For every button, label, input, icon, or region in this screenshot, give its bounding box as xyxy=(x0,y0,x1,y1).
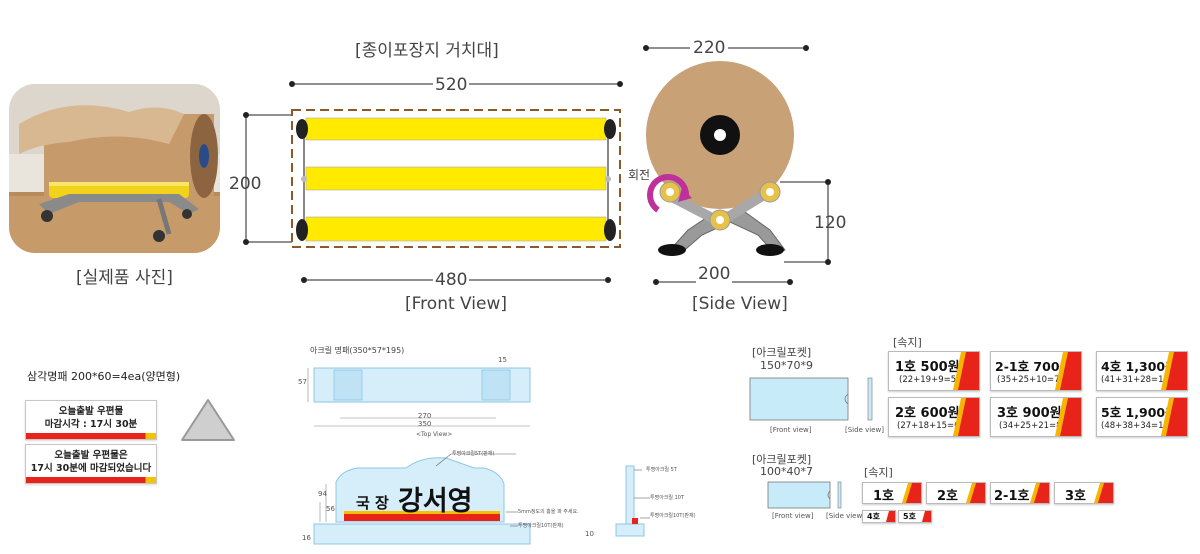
tag-stripe xyxy=(1055,352,1081,390)
tag-large-1-sub: (22+19+9=50) xyxy=(899,375,965,385)
acrylic-dim-270: 270 xyxy=(418,412,432,420)
tag-stripe xyxy=(1161,352,1187,390)
tag-large-3-sub: (41+31+28=100) xyxy=(1101,375,1178,385)
tag-mini-2: 5호 xyxy=(898,510,932,523)
pocket2-front-view: [Front view] xyxy=(772,512,814,520)
tag-large-4-sub: (27+18+15=60) xyxy=(897,421,969,431)
tag-large-4-label: 2호 600원 xyxy=(895,406,960,421)
front-dim-bottom: 480 xyxy=(433,270,470,290)
plaque2-line1: 오늘출발 우편물은 xyxy=(54,450,128,461)
tag-small-2: 2호 xyxy=(926,482,986,504)
tag-mini-1-label: 4호 xyxy=(867,512,880,521)
acrylic-dim-57: 57 xyxy=(298,378,307,386)
tag-large-6-label: 5호 1,900원 xyxy=(1101,405,1177,420)
product-photo xyxy=(9,84,220,253)
holder-title: [종이포장지 거치대] xyxy=(355,41,499,61)
triangle-shape xyxy=(181,399,235,441)
side-rotate-label: 회전 xyxy=(628,168,651,182)
tag-stripe xyxy=(1161,398,1187,436)
tag-large-6-sub: (48+38+34=120) xyxy=(1101,421,1178,431)
pocket2-title: [아크릴포켓] xyxy=(752,453,812,466)
front-caption: [Front View] xyxy=(405,294,508,314)
acrylic-note-10t: 투명아크릴10T(판재) xyxy=(518,523,564,529)
tag-stripe xyxy=(902,483,921,503)
tag-large-1-label: 1호 500원 xyxy=(895,360,960,375)
tag-mini-2-label: 5호 xyxy=(903,512,916,521)
acrylic-drawing xyxy=(307,367,531,545)
acrylic-name: 강서영 xyxy=(398,486,473,517)
acrylic-note-print: 5mm정도의 홈을 파 주세요. xyxy=(518,509,579,515)
front-view-drawing xyxy=(243,81,623,283)
tag-large-5: 3호 900원 (34+25+21=80) xyxy=(990,397,1082,437)
tag-mini-1: 4호 xyxy=(862,510,896,523)
tags-small-title: [속지] xyxy=(864,466,893,479)
tag-small-4: 3호 xyxy=(1054,482,1114,504)
tag-large-4: 2호 600원 (27+18+15=60) xyxy=(888,397,980,437)
acrylic-dim-56: 56 xyxy=(326,505,335,513)
pocket2-drawing xyxy=(767,481,842,509)
tag-large-2-label: 2-1호 700원 xyxy=(995,359,1072,374)
acrylic-name-rank: 국 장 xyxy=(356,494,389,512)
pocket2-size: 100*40*7 xyxy=(760,465,813,478)
tag-stripe xyxy=(1055,398,1081,436)
pocket2-side-view: [Side view] xyxy=(826,512,865,520)
acrylic-title: 아크릴 명패(350*57*195) xyxy=(310,346,405,355)
tag-stripe xyxy=(1030,483,1049,503)
acrylic-side-note-10t: 투명아크릴 10T xyxy=(650,495,685,501)
side-caption: [Side View] xyxy=(692,294,788,314)
tags-large-title: [속지] xyxy=(893,336,922,349)
product-photo-illustration xyxy=(9,84,220,253)
tag-stripe xyxy=(1094,483,1113,503)
acrylic-dim-15: 15 xyxy=(498,356,507,364)
acrylic-dim-94: 94 xyxy=(318,490,327,498)
tag-small-2-label: 2호 xyxy=(937,489,959,504)
tag-large-1: 1호 500원 (22+19+9=50) xyxy=(888,351,980,391)
triangle-title: 삼각명패 200*60=4ea(양면형) xyxy=(27,370,181,383)
tag-large-3: 4호 1,300원 (41+31+28=100) xyxy=(1096,351,1188,391)
side-dim-bottom: 200 xyxy=(696,264,733,284)
pocket1-size: 150*70*9 xyxy=(760,359,813,372)
tag-stripe xyxy=(953,352,979,390)
tag-stripe xyxy=(953,398,979,436)
tag-stripe xyxy=(966,483,985,503)
side-dim-height: 120 xyxy=(814,213,847,233)
tag-small-3-label: 2-1호 xyxy=(994,489,1030,504)
tag-small-3: 2-1호 xyxy=(990,482,1050,504)
pocket1-front-view: [Front view] xyxy=(770,426,812,434)
acrylic-side-note-5t: 투명아크릴 5T xyxy=(646,467,677,473)
photo-caption: [실제품 사진] xyxy=(76,268,173,288)
side-dim-top: 220 xyxy=(690,38,729,58)
acrylic-dim-350: 350 xyxy=(418,420,432,428)
pocket1-side-view: [Side view] xyxy=(845,426,884,434)
tag-stripe xyxy=(886,511,895,522)
tag-large-2: 2-1호 700원 (35+25+10=70) xyxy=(990,351,1082,391)
acrylic-side-dim-10: 10 xyxy=(585,530,594,538)
tag-small-1: 1호 xyxy=(862,482,922,504)
plaque1-line1: 오늘출발 우편물 xyxy=(58,406,124,417)
tag-small-1-label: 1호 xyxy=(873,489,895,504)
acrylic-side-note-10t-b: 투명아크릴10T(판재) xyxy=(650,513,696,519)
plaque2-line2: 17시 30분에 마감되었습니다 xyxy=(30,463,152,474)
acrylic-top-view: <Top View> xyxy=(416,431,453,438)
side-view-drawing xyxy=(643,45,831,285)
tag-small-4-label: 3호 xyxy=(1065,489,1087,504)
pocket1-drawing xyxy=(749,377,873,421)
tag-large-5-sub: (34+25+21=80) xyxy=(999,421,1071,431)
tag-stripe xyxy=(922,511,931,522)
plaque1-line2: 마감시각 : 17시 30분 xyxy=(44,419,138,430)
acrylic-dim-16: 16 xyxy=(302,534,311,542)
tag-large-2-sub: (35+25+10=70) xyxy=(997,375,1069,385)
acrylic-side-detail xyxy=(615,465,650,537)
front-dim-height: 200 xyxy=(229,174,262,194)
acrylic-note-5t: 투명아크릴5T(판재) xyxy=(452,451,495,457)
front-dim-top: 520 xyxy=(433,75,470,95)
triangle-plaque-2: 오늘출발 우편물은 17시 30분에 마감되었습니다 xyxy=(25,444,157,484)
tag-large-3-label: 4호 1,300원 xyxy=(1101,359,1177,374)
tag-large-5-label: 3호 900원 xyxy=(997,406,1062,421)
tag-large-6: 5호 1,900원 (48+38+34=120) xyxy=(1096,397,1188,437)
pocket1-title: [아크릴포켓] xyxy=(752,346,812,359)
